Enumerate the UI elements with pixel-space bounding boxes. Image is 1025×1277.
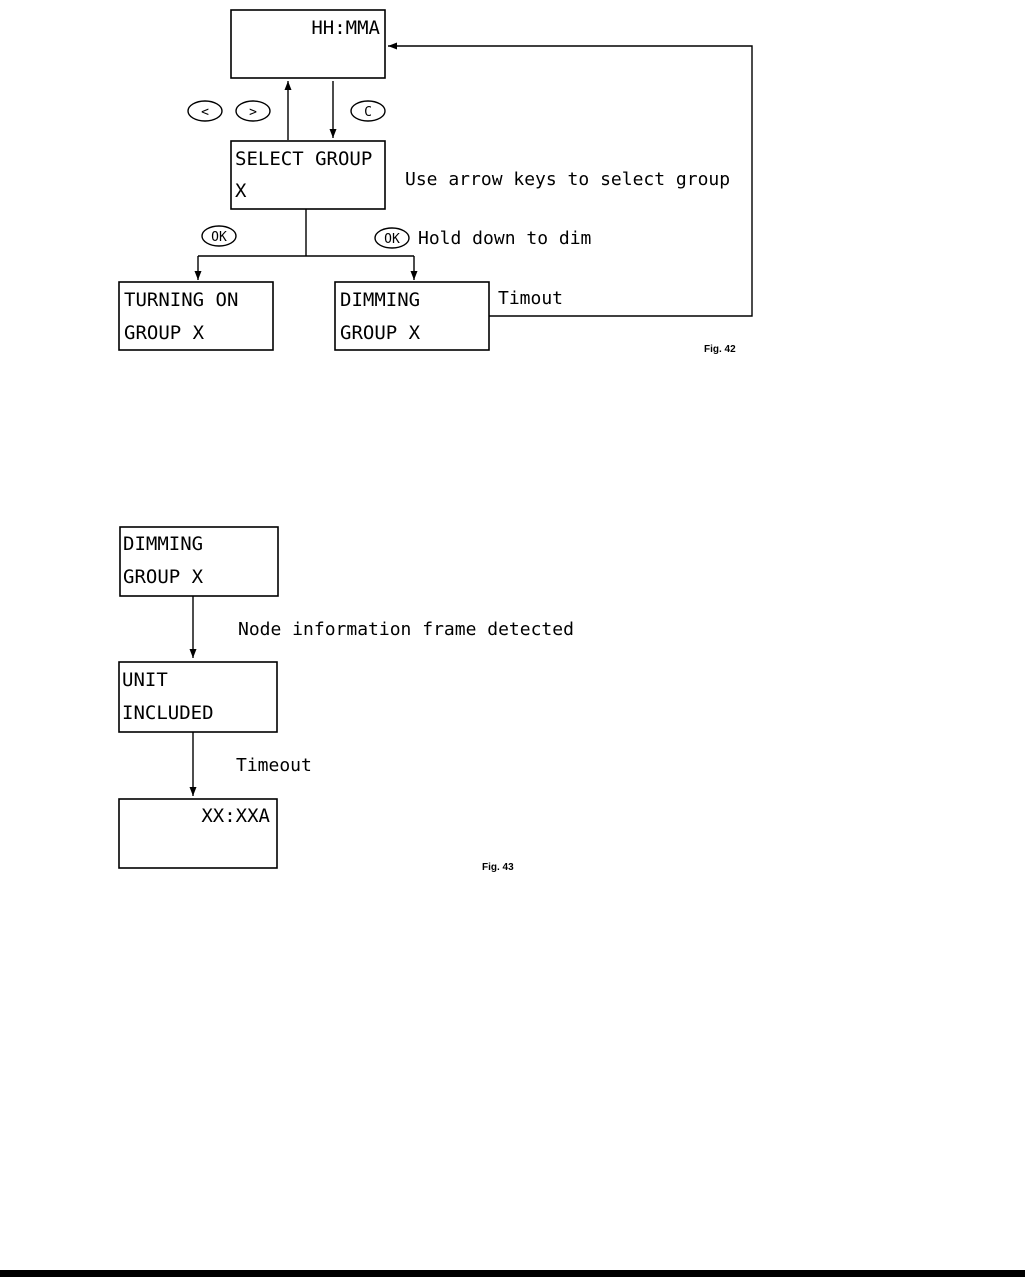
fig43-timeout-label: Timeout — [236, 755, 312, 776]
turning-on-line2: GROUP X — [124, 322, 205, 344]
left-key-label: < — [201, 105, 209, 120]
use-arrow-keys-note: Use arrow keys to select group — [405, 169, 730, 190]
node-info-note: Node information frame detected — [238, 619, 574, 640]
ok-key-left-label: OK — [211, 230, 227, 245]
right-key-label: > — [249, 105, 257, 120]
ok-key-icon-right: OK — [375, 228, 409, 248]
result-display-text: XX:XXA — [201, 805, 270, 827]
unit-included-line2: INCLUDED — [122, 702, 214, 724]
hold-down-note: Hold down to dim — [418, 228, 591, 249]
right-arrow-key-icon: > — [236, 101, 270, 121]
fig42-diagram: HH:MMA < > C SELECT GROUP X Use arrow ke… — [119, 10, 752, 355]
turning-on-line1: TURNING ON — [124, 289, 238, 311]
fig43-caption: Fig. 43 — [482, 862, 514, 873]
dimming-line2: GROUP X — [340, 322, 421, 344]
left-arrow-key-icon: < — [188, 101, 222, 121]
clear-key-icon: C — [351, 101, 385, 121]
select-group-line1: SELECT GROUP — [235, 148, 372, 170]
dimming-line1: DIMMING — [340, 289, 420, 311]
fig43-dimming-line1: DIMMING — [123, 533, 203, 555]
clear-key-label: C — [364, 105, 372, 120]
unit-included-line1: UNIT — [122, 669, 168, 691]
select-group-line2: X — [235, 180, 247, 202]
fig43-dimming-line2: GROUP X — [123, 566, 204, 588]
fig43-diagram: DIMMING GROUP X Node information frame d… — [119, 527, 574, 873]
ok-key-icon-left: OK — [202, 226, 236, 246]
home-display-text: HH:MMA — [311, 17, 380, 39]
page-bottom-rule — [0, 1270, 1025, 1277]
ok-key-right-label: OK — [384, 232, 400, 247]
timout-label: Timout — [498, 288, 563, 309]
fig42-caption: Fig. 42 — [704, 344, 736, 355]
